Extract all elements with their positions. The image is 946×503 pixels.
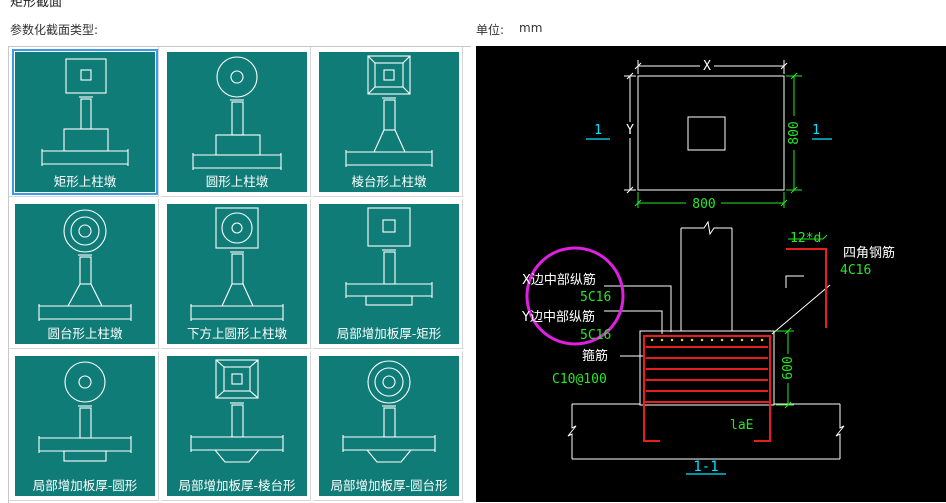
section-type-round-frustum-pier[interactable]: 圆台形上柱墩 [9, 199, 159, 349]
frustum-pier-icon [345, 55, 433, 167]
section-type-label: 参数化截面类型: [10, 23, 99, 37]
section-type-label: 矩形上柱墩 [53, 174, 117, 189]
section-mark-right: 1 [812, 123, 820, 138]
local-thicken-frustum-icon [190, 359, 284, 463]
section-type-local-thicken-circle[interactable]: 局部增加板厚-圆形 [9, 351, 159, 501]
local-thicken-circle-icon [38, 361, 132, 462]
section-type-frustum-pier[interactable]: 棱台形上柱墩 [313, 47, 463, 197]
rect-pier-icon [41, 58, 129, 166]
section-type-local-thicken-rect[interactable]: 局部增加板厚-矩形 [313, 199, 463, 349]
corner-bar-spec: 4C16 [840, 263, 871, 278]
window-title-strip: 矩形截面 [0, 0, 946, 8]
x-bar-spec: 5C16 [580, 290, 611, 305]
section-mark-left: 1 [594, 123, 602, 138]
section-type-thumbnail: 棱台形上柱墩 [319, 52, 459, 192]
section-type-local-thicken-round-frustum[interactable]: 局部增加板厚-圆台形 [313, 351, 463, 501]
local-thicken-round-frustum-icon [342, 360, 436, 463]
window-title-truncated: 矩形截面 [10, 0, 63, 8]
unit-value: mm [519, 21, 543, 35]
section-type-label: 局部增加板厚-矩形 [336, 326, 442, 341]
unit-label: 单位: [476, 23, 505, 37]
section-type-thumbnail: 局部增加板厚-矩形 [319, 204, 459, 344]
anchor-length-label: laE [730, 418, 753, 433]
section-type-gallery: 矩形上柱墩 圆形上柱墩 [8, 46, 471, 503]
section-type-label: 圆台形上柱墩 [47, 326, 123, 341]
section-type-label: 局部增加板厚-棱台形 [178, 478, 296, 493]
section-type-local-thicken-frustum[interactable]: 局部增加板厚-棱台形 [161, 351, 311, 501]
stirrup-label: 箍筋 [582, 348, 608, 364]
plan-y-label: Y [626, 123, 634, 138]
stirrup-spec: C10@100 [552, 372, 607, 387]
section-type-label: 局部增加板厚-圆台形 [330, 478, 448, 493]
section-type-square-base-round-pier[interactable]: 下方上圆形上柱墩 [161, 199, 311, 349]
section-title: 1-1 [693, 459, 718, 475]
circle-pier-icon [192, 56, 282, 170]
section-type-thumbnail: 局部增加板厚-圆台形 [319, 356, 459, 496]
highlight-circle [525, 246, 625, 346]
round-frustum-pier-icon [38, 209, 132, 321]
section-type-rect-pier[interactable]: 矩形上柱墩 [9, 47, 159, 197]
corner-hook-label: 12*d [790, 231, 821, 246]
y-bar-label: Y边中部纵筋 [521, 309, 595, 325]
section-type-label: 圆形上柱墩 [205, 174, 269, 189]
local-thicken-rect-icon [345, 207, 433, 306]
section-preview-drawing: X Y 800 800 1 1 12*d 4C16 5C16 5C16 C10@… [476, 46, 946, 502]
plan-outline [637, 75, 785, 191]
section-type-thumbnail: 局部增加板厚-圆形 [15, 356, 155, 496]
section-type-thumbnail: 下方上圆形上柱墩 [167, 204, 307, 344]
pier-block-outline [639, 330, 775, 406]
longitudinal-bar-dots [650, 338, 764, 342]
section-type-label: 局部增加板厚-圆形 [32, 478, 138, 493]
plan-x-label: X [703, 59, 711, 74]
section-type-thumbnail: 局部增加板厚-棱台形 [167, 356, 307, 496]
section-type-label: 下方上圆形上柱墩 [186, 326, 287, 341]
section-type-thumbnail: 圆台形上柱墩 [15, 204, 155, 344]
height-dimension: 600 [781, 356, 796, 379]
corner-bar-label: 四角钢筋 [843, 245, 895, 261]
x-bar-label: X边中部纵筋 [522, 272, 596, 288]
plan-right-dimension: 800 [787, 121, 802, 144]
section-type-thumbnail: 圆形上柱墩 [167, 52, 307, 192]
section-type-circle-pier[interactable]: 圆形上柱墩 [161, 47, 311, 197]
square-base-round-pier-icon [190, 207, 284, 321]
plan-column [687, 116, 726, 151]
cad-preview-canvas: X Y 800 800 1 1 12*d 4C16 5C16 5C16 C10@… [521, 59, 895, 475]
plan-bottom-dimension: 800 [692, 197, 715, 212]
y-bar-spec: 5C16 [580, 328, 611, 343]
section-type-thumbnail: 矩形上柱墩 [12, 49, 158, 195]
section-type-label: 棱台形上柱墩 [351, 174, 427, 189]
